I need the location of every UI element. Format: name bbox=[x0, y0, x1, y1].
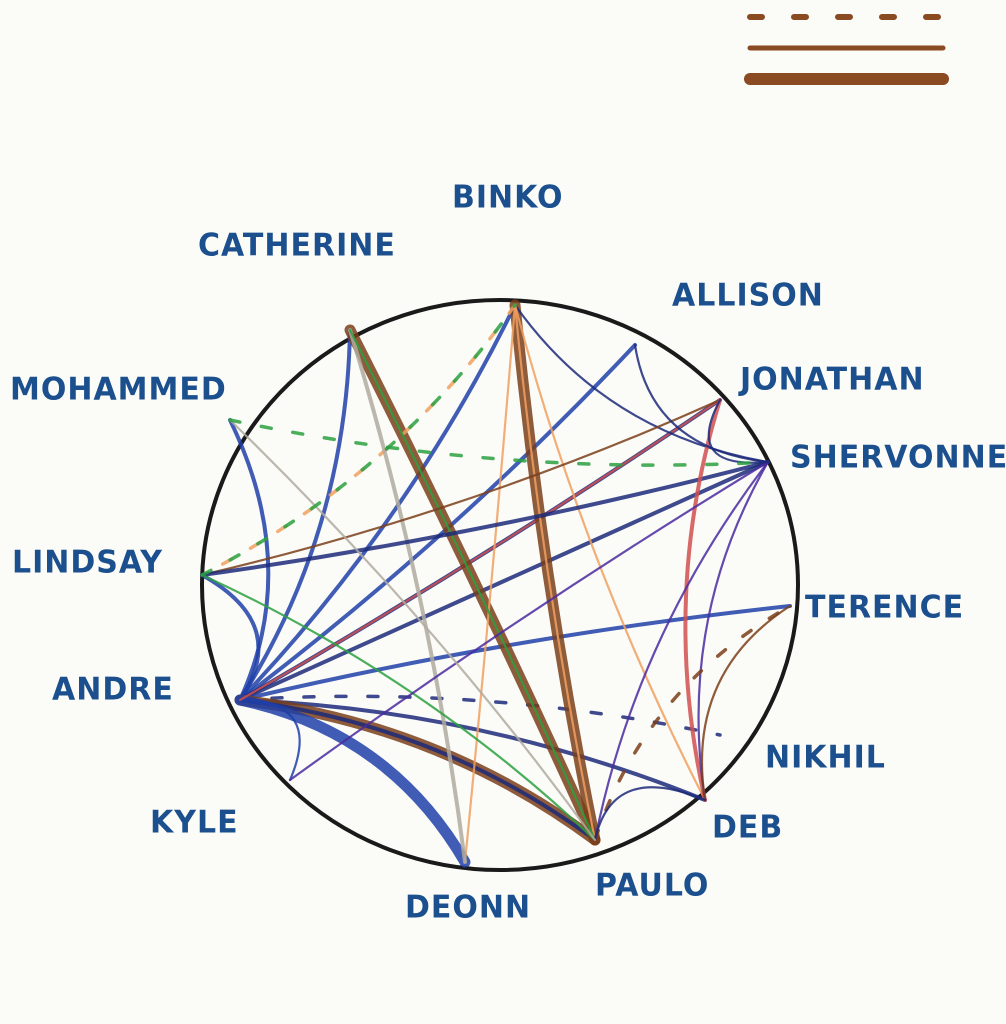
edge-andre-terence bbox=[238, 604, 792, 702]
edge-andre-mohammed bbox=[228, 418, 271, 702]
person-label-catherine: CATHERINE bbox=[198, 227, 396, 264]
legend bbox=[744, 14, 949, 85]
edge-andre-paulo bbox=[238, 698, 597, 842]
person-label-kyle: KYLE bbox=[150, 804, 239, 841]
person-label-deb: DEB bbox=[712, 809, 784, 846]
person-label-allison: ALLISON bbox=[672, 277, 824, 314]
edge-lindsay-paulo bbox=[200, 573, 597, 842]
edge-deb-terence bbox=[700, 604, 792, 802]
edge-shervonne-kyle bbox=[288, 460, 770, 782]
edge-andre-kyle bbox=[238, 698, 301, 782]
edge-andre-binko bbox=[238, 303, 517, 702]
edge-jonathan-deb bbox=[683, 398, 722, 802]
edge-lindsay-binko bbox=[200, 303, 517, 577]
edge-andre-deb bbox=[238, 698, 707, 802]
person-label-mohammed: MOHAMMED bbox=[10, 371, 227, 408]
edge-andre-shervonne bbox=[238, 460, 770, 702]
edge-binko-paulo bbox=[513, 303, 597, 842]
edges bbox=[200, 299, 792, 868]
edge-paulo-terence bbox=[593, 604, 792, 842]
person-label-terence: TERENCE bbox=[805, 589, 965, 626]
person-label-paulo: PAULO bbox=[595, 867, 710, 904]
edge-shervonne-deb bbox=[697, 460, 770, 802]
edge-shervonne-allison bbox=[633, 343, 770, 464]
person-label-andre: ANDRE bbox=[52, 671, 174, 708]
edge-lindsay-jonathan bbox=[200, 398, 722, 577]
edge-andre-jonathan bbox=[238, 398, 722, 702]
person-label-nikhil: NIKHIL bbox=[765, 739, 886, 776]
edge-shervonne-paulo bbox=[593, 460, 770, 842]
edge-binko-deb bbox=[513, 303, 707, 802]
edge-catherine-paulo bbox=[348, 328, 597, 842]
edge-catherine-deonn bbox=[348, 328, 467, 864]
edge-andre-catherine bbox=[238, 328, 352, 702]
edge-andre-deonn bbox=[234, 694, 471, 868]
edge-binko-lindsay bbox=[200, 303, 517, 577]
edge-paulo-deb bbox=[593, 786, 707, 842]
person-label-deonn: DEONN bbox=[405, 889, 532, 926]
edge-lindsay-shervonne bbox=[200, 460, 770, 577]
edge-mohammed-shervonne bbox=[228, 418, 770, 467]
edge-binko-shervonne bbox=[513, 303, 770, 464]
edge-mohammed-paulo bbox=[228, 418, 597, 842]
edge-shervonne-jonathan bbox=[707, 398, 770, 464]
person-label-shervonne: SHERVONNE bbox=[790, 439, 1006, 476]
person-label-jonathan: JONATHAN bbox=[740, 361, 925, 398]
person-label-lindsay: LINDSAY bbox=[12, 544, 163, 581]
person-label-binko: BINKO bbox=[452, 179, 564, 216]
edge-binko-deonn bbox=[463, 303, 517, 864]
network-circle bbox=[200, 298, 800, 872]
